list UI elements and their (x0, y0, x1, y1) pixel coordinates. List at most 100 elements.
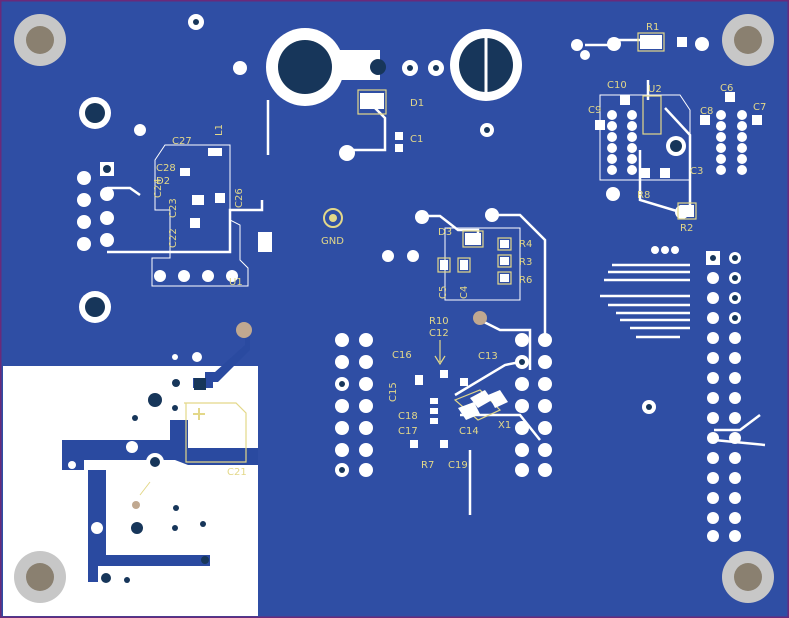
gnd-testpoint (323, 208, 343, 228)
pad (172, 379, 180, 387)
mcu-pin (607, 143, 617, 153)
pad (126, 441, 138, 453)
via (134, 124, 146, 136)
header-pin (707, 530, 719, 542)
smd-pad (395, 132, 403, 140)
via (382, 250, 394, 262)
mcu-pin (737, 110, 747, 120)
label-c14: C14 (459, 426, 479, 437)
pin (77, 171, 91, 185)
header-pin (707, 472, 719, 484)
label-c7: C7 (753, 102, 766, 113)
silk-r1 (637, 32, 665, 52)
header-pin (729, 392, 741, 404)
crystal-pad (458, 402, 480, 420)
mcu-pin (716, 154, 726, 164)
mcu-pin (716, 121, 726, 131)
pin (100, 233, 114, 247)
pad (154, 270, 166, 282)
silk-arrow (434, 340, 446, 366)
smd-pad (595, 120, 605, 130)
header-pin (515, 399, 529, 413)
smd-pad (620, 95, 630, 105)
trace (107, 186, 141, 197)
smd-pad (725, 92, 735, 102)
label-c15: C15 (388, 382, 399, 402)
mid-copper-outline (444, 227, 521, 301)
pad (91, 522, 103, 534)
header-pin (729, 512, 741, 524)
silk-r3 (497, 254, 512, 268)
smd-pad (410, 440, 418, 448)
crystal-pad (488, 390, 508, 408)
mount-hole-tl (26, 26, 54, 54)
cap-lead-hole (370, 59, 386, 75)
mcu-pin (737, 143, 747, 153)
pad (178, 270, 190, 282)
label-c19: C19 (448, 460, 468, 471)
mcu-pin (627, 132, 637, 142)
mount-hole-br (734, 563, 762, 591)
mcu-pin (737, 154, 747, 164)
smd-pad (700, 115, 710, 125)
header-pin-holes (339, 359, 525, 473)
smd-pad-d1 (360, 93, 384, 109)
header-pin (515, 333, 529, 347)
header-pin (707, 352, 719, 364)
smd-pad (192, 195, 204, 205)
mcu-pin (607, 165, 617, 175)
header-pin (729, 530, 741, 542)
cap-pad-left-hole (278, 40, 332, 94)
label-d2: D2 (156, 176, 170, 187)
label-l1: L1 (214, 124, 225, 136)
mcu-pin (716, 165, 726, 175)
header-pin (729, 332, 741, 344)
smd-pad (460, 260, 468, 270)
pad-hole (150, 457, 160, 467)
pin (100, 211, 114, 225)
mcu-pin (716, 143, 726, 153)
label-c27: C27 (172, 136, 192, 147)
label-c16: C16 (392, 350, 412, 361)
header-pin (729, 412, 741, 424)
pad-bronze (236, 322, 252, 338)
pad (226, 270, 238, 282)
pad (201, 556, 209, 564)
header-pin (538, 443, 552, 457)
header-pin (359, 399, 373, 413)
label-c17: C17 (398, 426, 418, 437)
label-c21: C21 (227, 467, 247, 478)
header-pin (359, 377, 373, 391)
label-c13: C13 (478, 351, 498, 362)
label-u1: U1 (229, 277, 243, 288)
label-u2: U2 (648, 84, 662, 95)
header-pin (359, 333, 373, 347)
header-pin (538, 399, 552, 413)
mcu-pin (716, 132, 726, 142)
gnd-ring (323, 208, 343, 228)
silk-r6 (497, 271, 512, 285)
pad (200, 521, 206, 527)
label-c12: C12 (429, 328, 449, 339)
header-pin-hole (732, 315, 738, 321)
header-pin-hole (732, 275, 738, 281)
smd-pad-r1 (640, 35, 662, 49)
label-c5: C5 (438, 286, 449, 299)
header-pin (707, 492, 719, 504)
pin (77, 237, 91, 251)
via (407, 250, 419, 262)
mcu-pin (607, 110, 617, 120)
smd-pad (677, 37, 687, 47)
cap-lead-silk (336, 50, 380, 80)
mcu-pin (737, 121, 747, 131)
pad-square (194, 378, 206, 390)
header-pin (538, 463, 552, 477)
label-r3: R3 (519, 257, 532, 268)
trace (638, 150, 681, 214)
big-hole-top-inner (85, 103, 105, 123)
label-r6: R6 (519, 275, 532, 286)
silk-c21 (184, 402, 247, 463)
header-pin-hole (710, 255, 716, 261)
via (661, 246, 669, 254)
label-c9: C9 (588, 105, 601, 116)
